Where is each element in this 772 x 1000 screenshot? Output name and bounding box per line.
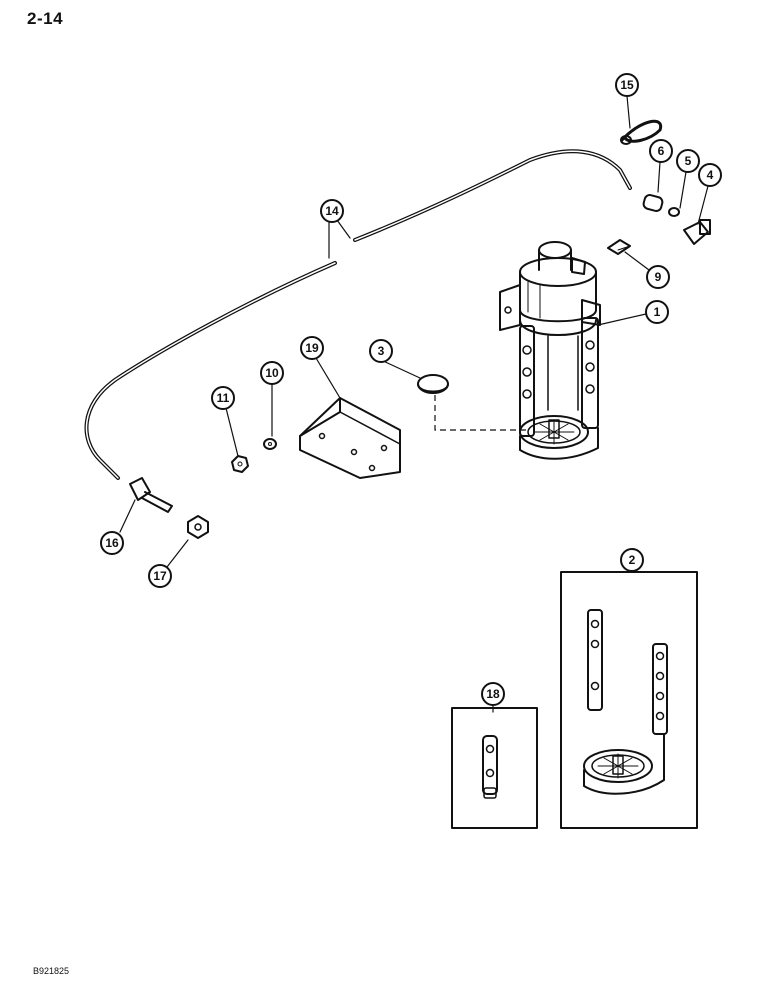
dashed-connector: [434, 395, 530, 431]
detail-box-part-18: [451, 707, 538, 829]
svg-text:11: 11: [217, 391, 230, 405]
svg-text:17: 17: [153, 569, 167, 583]
callout-2: 2: [620, 548, 644, 572]
callout-17: 17: [148, 564, 172, 588]
callout-14: 14: [320, 199, 344, 223]
nut-part-11: [231, 455, 249, 473]
svg-text:4: 4: [707, 168, 714, 182]
fitting-part-16: [129, 477, 173, 513]
bolt-part-9: [607, 239, 631, 255]
plate-part-3: [417, 374, 449, 394]
svg-text:6: 6: [658, 144, 665, 158]
callout-19: 19: [300, 336, 324, 360]
adapter-part-17: [187, 515, 209, 539]
filter-assembly-part-1: [499, 241, 601, 460]
callout-16: 16: [100, 531, 124, 555]
strap-part-15: [620, 119, 663, 145]
svg-text:16: 16: [105, 536, 119, 550]
callout-3: 3: [369, 339, 393, 363]
svg-text:15: 15: [620, 78, 634, 92]
svg-text:14: 14: [325, 204, 339, 218]
callout-9: 9: [646, 265, 670, 289]
svg-text:18: 18: [486, 687, 500, 701]
svg-text:2: 2: [629, 553, 636, 567]
callout-5: 5: [676, 149, 700, 173]
detail-box-part-2: [560, 571, 698, 829]
washer-part-5: [668, 207, 680, 217]
callout-10: 10: [260, 361, 284, 385]
svg-text:9: 9: [655, 270, 662, 284]
callout-6: 6: [649, 139, 673, 163]
svg-text:19: 19: [305, 341, 319, 355]
svg-text:3: 3: [378, 344, 385, 358]
svg-text:10: 10: [265, 366, 279, 380]
cap-part-6: [642, 194, 664, 212]
callout-11: 11: [211, 386, 235, 410]
svg-text:5: 5: [685, 154, 692, 168]
svg-text:1: 1: [654, 305, 661, 319]
callout-15: 15: [615, 73, 639, 97]
elbow-part-4: [683, 219, 711, 245]
page-number: 2-14: [27, 9, 64, 28]
leader-lines: [119, 95, 709, 713]
callout-1: 1: [645, 300, 669, 324]
callout-18: 18: [481, 682, 505, 706]
callout-4: 4: [698, 163, 722, 187]
bracket-part-19: [299, 397, 401, 479]
tube-line: [84, 149, 632, 480]
washer-part-10: [263, 438, 277, 450]
figure-code: B921825: [33, 966, 70, 976]
